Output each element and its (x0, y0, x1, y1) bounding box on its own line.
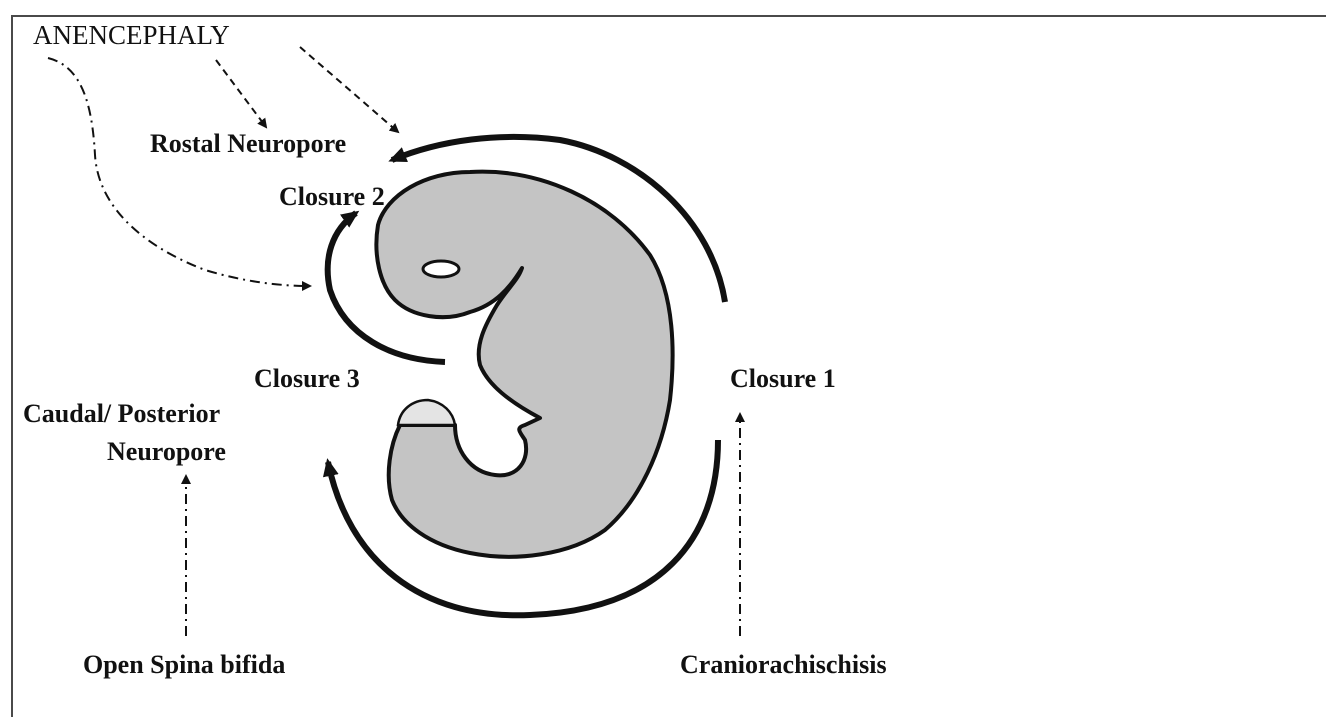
label-anencephaly: ANENCEPHALY (33, 20, 230, 50)
label-closure-1: Closure 1 (730, 364, 836, 393)
label-closure-2: Closure 2 (279, 182, 385, 211)
dashed-arrow-anencephaly-to-rostral (216, 60, 266, 127)
label-closure-3: Closure 3 (254, 364, 360, 393)
dashed-arrow-anencephaly-to-closure2 (300, 47, 398, 132)
label-caudal-neuropore: Neuropore (107, 437, 226, 466)
label-caudal-posterior: Caudal/ Posterior (23, 399, 220, 428)
label-open-spina-bifida: Open Spina bifida (83, 650, 285, 679)
label-rostral-neuropore: Rostal Neuropore (150, 129, 346, 158)
dashdot-arrow-anencephaly-to-closure3 (48, 58, 310, 286)
embryo-tail-cap (398, 400, 455, 425)
label-craniorachischisis: Craniorachischisis (680, 650, 887, 679)
embryo-body (376, 172, 672, 557)
embryo-eye (423, 261, 459, 277)
